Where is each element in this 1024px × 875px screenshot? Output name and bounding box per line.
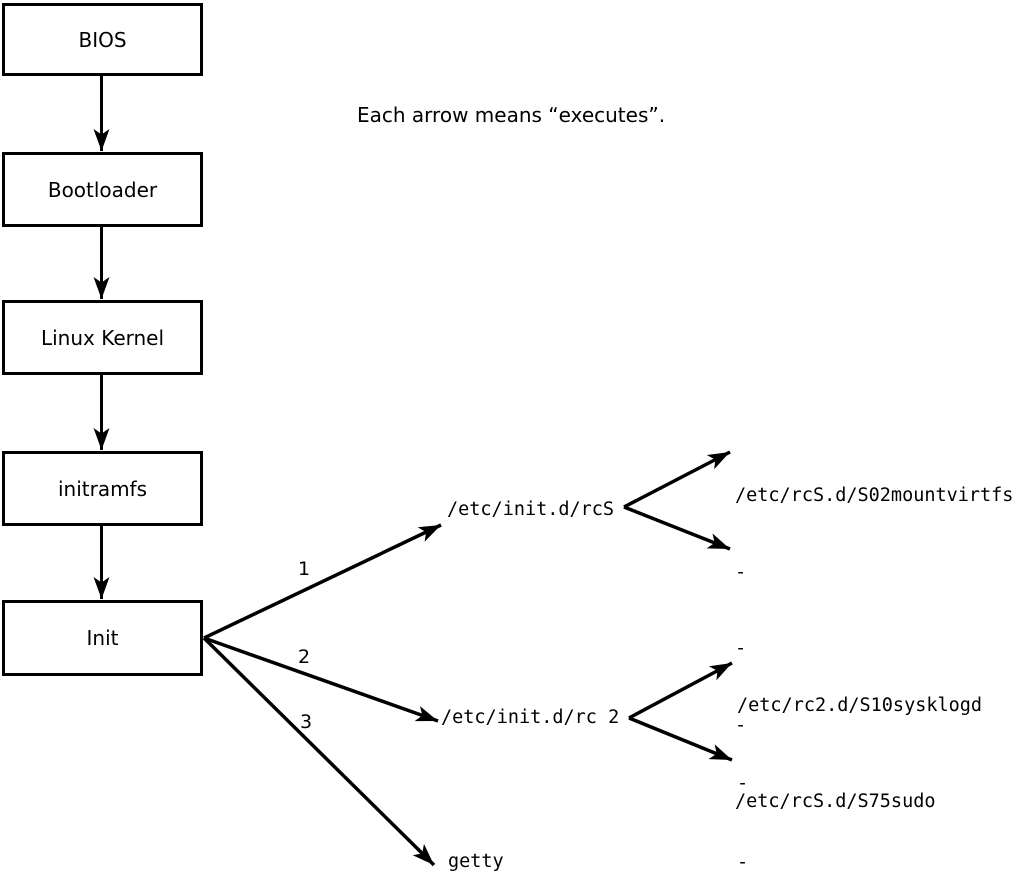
node-bios-label: BIOS xyxy=(78,27,127,52)
arrow-init-to-getty xyxy=(202,636,436,867)
arrow-init-to-rcs xyxy=(203,523,442,640)
node-bios: BIOS xyxy=(2,3,203,76)
arrow-label-2: 2 xyxy=(298,646,311,668)
arrow-rcs-to-last-script xyxy=(623,505,731,551)
rcs-listing-line: - xyxy=(735,561,747,583)
target-rc2-script: /etc/init.d/rc 2 xyxy=(441,707,620,728)
node-init-label: Init xyxy=(86,626,119,650)
rcs-script-listing: /etc/rcS.d/S02mountvirtfs - - - /etc/rcS… xyxy=(735,432,1013,866)
target-getty: getty xyxy=(448,851,504,872)
rc2-listing-line: - xyxy=(737,852,749,874)
rc2-script-listing: /etc/rc2.d/S10sysklogd - - - /etc/rc2.d/… xyxy=(737,640,982,875)
node-initramfs-label: initramfs xyxy=(57,476,148,501)
rcs-listing-line: /etc/rcS.d/S75sudo xyxy=(735,791,936,812)
arrow-rcs-to-first-script xyxy=(623,450,731,509)
node-bootloader-label: Bootloader xyxy=(47,177,158,202)
arrow-rc2-to-last-script xyxy=(628,716,733,762)
node-bootloader: Bootloader xyxy=(2,152,203,227)
rc2-listing-line: - xyxy=(737,773,749,795)
node-init: Init xyxy=(2,600,203,676)
rcs-listing-line: - xyxy=(735,638,747,659)
arrow-label-3: 3 xyxy=(300,711,313,733)
target-rcs-script: /etc/init.d/rcS xyxy=(447,499,615,520)
arrow-label-1: 1 xyxy=(298,558,311,580)
node-linux-kernel-label: Linux Kernel xyxy=(40,325,165,350)
node-linux-kernel: Linux Kernel xyxy=(2,300,203,375)
node-initramfs: initramfs xyxy=(2,451,203,526)
rc2-listing-line: /etc/rc2.d/S10sysklogd xyxy=(737,694,983,716)
legend-note: Each arrow means “executes”. xyxy=(357,103,666,127)
rcs-listing-line: /etc/rcS.d/S02mountvirtfs xyxy=(735,485,1014,506)
arrow-init-to-rc2 xyxy=(203,636,439,723)
arrow-rc2-to-first-script xyxy=(628,661,733,720)
rcs-listing-line: - xyxy=(735,714,747,736)
